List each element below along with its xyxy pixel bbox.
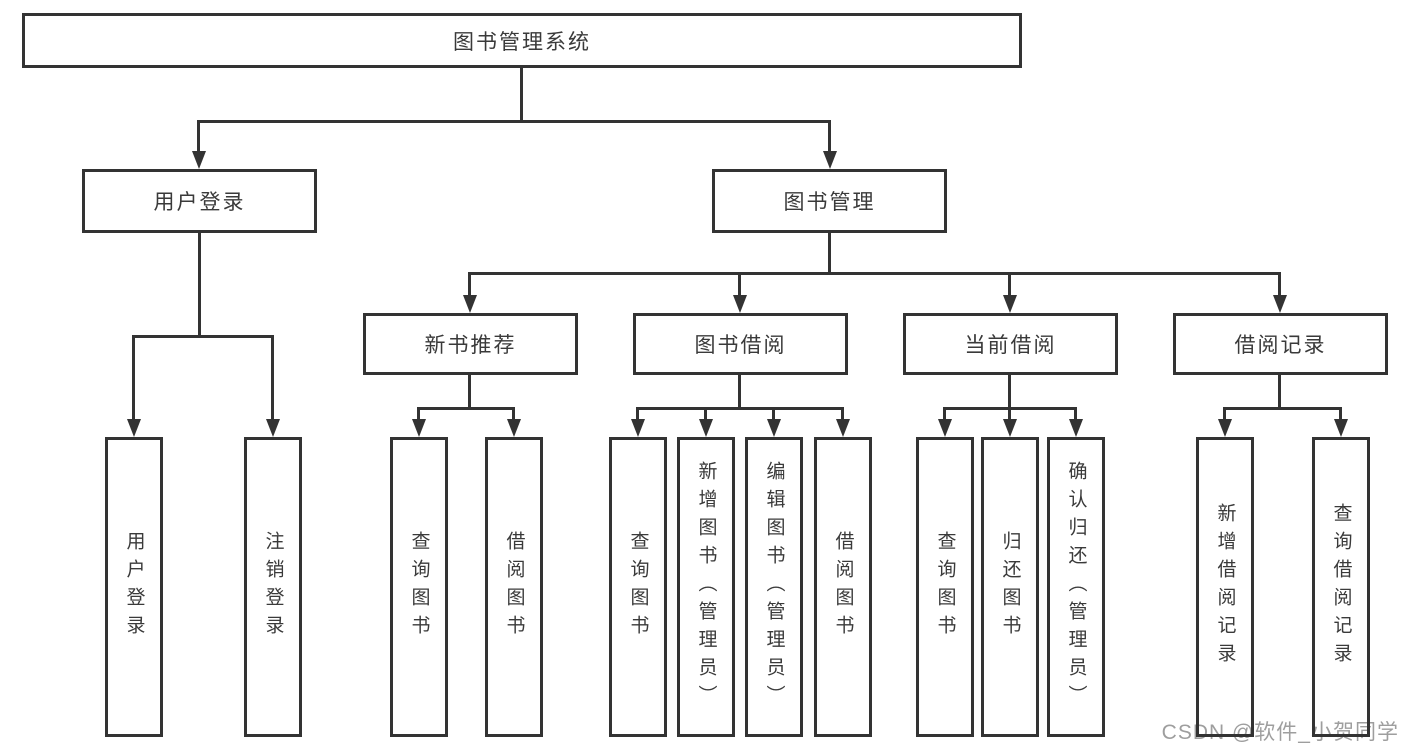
node-current-borrow: 当前借阅	[903, 313, 1118, 375]
node-book-borrow: 图书借阅	[633, 313, 848, 375]
node-root: 图书管理系统	[22, 13, 1022, 68]
leaf-borrow-books-2: 借阅图书	[814, 437, 872, 737]
connector-line	[738, 375, 741, 407]
node-new-book-recommend-label: 新书推荐	[424, 334, 517, 357]
leaf-add-book-admin: 新增图书（管理员）	[677, 437, 735, 737]
node-book-borrow-label: 图书借阅	[694, 334, 787, 357]
arrowhead-icon	[507, 419, 521, 437]
arrowhead-icon	[733, 295, 747, 313]
arrowhead-icon	[266, 419, 280, 437]
arrowhead-icon	[412, 419, 426, 437]
arrowhead-icon	[836, 419, 850, 437]
node-user-login: 用户登录	[82, 169, 317, 233]
connector-line	[1278, 375, 1281, 407]
arrowhead-icon	[631, 419, 645, 437]
connector-line	[1074, 407, 1077, 419]
arrowhead-icon	[192, 151, 206, 169]
node-user-login-label: 用户登录	[153, 191, 246, 214]
leaf-confirm-return-admin: 确认归还（管理员）	[1047, 437, 1105, 737]
arrowhead-icon	[767, 419, 781, 437]
connector-line	[132, 335, 135, 419]
arrowhead-icon	[1273, 295, 1287, 313]
leaf-query-books-1: 查询图书	[390, 437, 448, 737]
connector-line	[772, 407, 775, 419]
arrowhead-icon	[699, 419, 713, 437]
node-borrow-record-label: 借阅记录	[1234, 334, 1327, 357]
leaf-return-books: 归还图书	[981, 437, 1039, 737]
connector-line	[828, 120, 831, 151]
arrowhead-icon	[127, 419, 141, 437]
connector-line	[417, 407, 420, 419]
connector-line	[470, 272, 1280, 275]
connector-line	[738, 272, 741, 295]
connector-line	[1223, 407, 1226, 419]
arrowhead-icon	[1218, 419, 1232, 437]
leaf-borrow-books-1: 借阅图书	[485, 437, 543, 737]
leaf-query-borrow-record: 查询借阅记录	[1312, 437, 1370, 737]
connector-line	[1339, 407, 1342, 419]
node-book-management-label: 图书管理	[783, 191, 876, 214]
connector-line	[199, 120, 830, 123]
connector-line	[197, 120, 200, 151]
node-root-label: 图书管理系统	[453, 30, 591, 54]
leaf-add-borrow-record: 新增借阅记录	[1196, 437, 1254, 737]
leaf-query-books-2: 查询图书	[609, 437, 667, 737]
arrowhead-icon	[938, 419, 952, 437]
connector-line	[638, 407, 843, 410]
csdn-watermark: CSDN @软件_小贺同学	[1161, 721, 1399, 744]
connector-line	[943, 407, 946, 419]
arrowhead-icon	[463, 295, 477, 313]
connector-line	[271, 335, 274, 419]
connector-line	[512, 407, 515, 419]
connector-line	[1225, 407, 1341, 410]
connector-line	[468, 272, 471, 295]
node-book-management: 图书管理	[712, 169, 947, 233]
arrowhead-icon	[823, 151, 837, 169]
connector-line	[134, 335, 273, 338]
leaf-logout: 注销登录	[244, 437, 302, 737]
connector-line	[828, 233, 831, 272]
leaf-user-login: 用户登录	[105, 437, 163, 737]
connector-line	[1008, 375, 1011, 407]
arrowhead-icon	[1334, 419, 1348, 437]
arrowhead-icon	[1003, 419, 1017, 437]
node-new-book-recommend: 新书推荐	[363, 313, 578, 375]
connector-line	[468, 375, 471, 407]
connector-line	[419, 407, 514, 410]
connector-line	[1008, 272, 1011, 295]
connector-line	[1008, 407, 1011, 419]
node-borrow-record: 借阅记录	[1173, 313, 1388, 375]
connector-line	[841, 407, 844, 419]
node-current-borrow-label: 当前借阅	[964, 334, 1057, 357]
connector-line	[520, 68, 523, 120]
connector-line	[636, 407, 639, 419]
arrowhead-icon	[1003, 295, 1017, 313]
connector-line	[198, 233, 201, 335]
leaf-edit-book-admin: 编辑图书（管理员）	[745, 437, 803, 737]
arrowhead-icon	[1069, 419, 1083, 437]
leaf-query-books-3: 查询图书	[916, 437, 974, 737]
connector-line	[1278, 272, 1281, 295]
connector-line	[704, 407, 707, 419]
